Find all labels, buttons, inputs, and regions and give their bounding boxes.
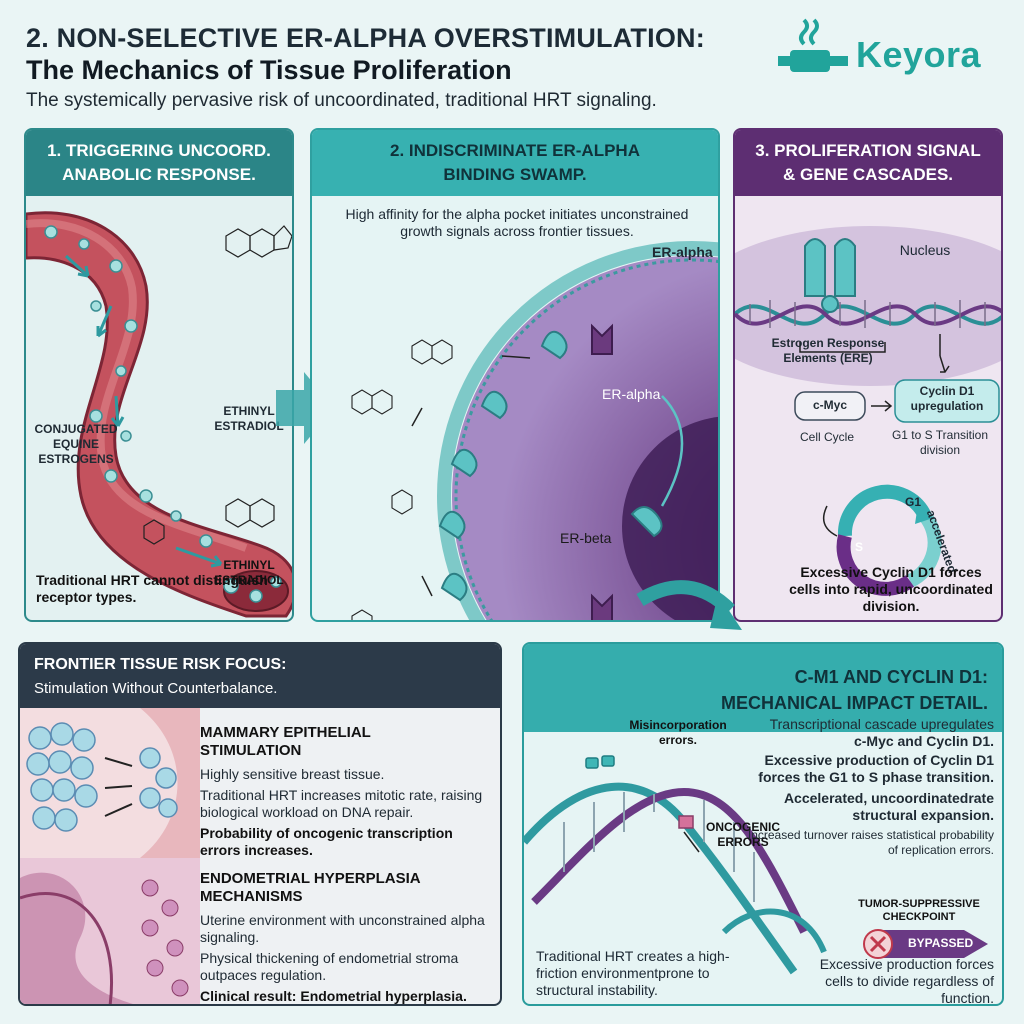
dna-helix-illustration (524, 755, 988, 975)
panel-triggering: 1. TRIGGERING UNCOORD. ANABOLIC RESPONSE… (24, 128, 294, 622)
panel2-description: High affinity for the alpha pocket initi… (345, 206, 689, 239)
panel2-title-line2: BINDING SWAMP. (443, 165, 587, 184)
stroma-cells (141, 879, 189, 997)
label-conjugated-equine-estrogens: CONJUGATED EQUINE ESTROGENS (34, 422, 118, 466)
panel5-text4: Accelerated, uncoordinatedrate structura… (783, 790, 994, 823)
cyclin-box (894, 379, 1000, 423)
flow-arrows (64, 254, 223, 568)
panel1-caption: Traditional HRT cannot distinguish recep… (36, 572, 268, 605)
label-ere: Estrogen Response Elements (ERE) (771, 336, 885, 365)
panel5-title-line2: MECHANICAL IMPACT DETAIL. (721, 693, 988, 713)
er-alpha-receptors (438, 330, 663, 602)
endometrial-section: ENDOMETRIAL HYPERPLASIA MECHANISMS Uteri… (200, 870, 496, 1004)
header-subtitle: The systemically pervasive risk of uncoo… (26, 90, 657, 111)
panel5-detail-text: Transcriptional cascade upregulates c-My… (744, 716, 994, 858)
cell-membrane-illustration (351, 241, 718, 620)
label-misincorporation-errors: Misincorporation errors. (629, 718, 727, 747)
mammary-tissue-illustration (20, 708, 200, 858)
endometrial-tissue-illustration (20, 858, 200, 1004)
misincorporated-bases (585, 755, 694, 829)
panel5-text3: Excessive production of Cyclin D1 forces… (758, 752, 994, 785)
label-er-alpha-top: ER-alpha (652, 244, 713, 260)
ethinyl-estradiol-structure-1 (225, 225, 292, 258)
panel5-caption-left: Traditional HRT creates a high-friction … (536, 948, 730, 998)
epithelial-cells (26, 722, 178, 832)
panel-frontier-tissue: FRONTIER TISSUE RISK FOCUS: Stimulation … (18, 642, 502, 1006)
logo-brand: Keyora (856, 34, 982, 75)
panel5-header: C-M1 AND CYCLIN D1: MECHANICAL IMPACT DE… (524, 644, 1002, 732)
panel4-title: FRONTIER TISSUE RISK FOCUS: (34, 656, 287, 673)
panel-gene-cascades: 3. PROLIFERATION SIGNAL & GENE CASCADES. (733, 128, 1003, 622)
arrow-right-icon (276, 372, 334, 444)
bypassed-badge (863, 929, 988, 959)
panel2-title-line1: 2. INDISCRIMINATE ER-ALPHA (390, 141, 640, 160)
label-g1-s-transition: G1 to S Transition division (891, 428, 989, 457)
label-g1: G1 (905, 495, 922, 509)
bypassed-label: BYPASSED (908, 936, 974, 950)
panel2-title: 2. INDISCRIMINATE ER-ALPHA BINDING SWAMP… (312, 130, 718, 196)
panel4-header: FRONTIER TISSUE RISK FOCUS: Stimulation … (20, 644, 500, 708)
cell-cycle-wheel (836, 484, 942, 596)
mammary-heading: MAMMARY EPITHELIAL STIMULATION (200, 724, 371, 759)
header: 2. NON-SELECTIVE ER-ALPHA OVERSTIMULATIO… (26, 22, 786, 112)
panel4-subtitle: Stimulation Without Counterbalance. (34, 680, 278, 697)
header-title-line1: 2. NON-SELECTIVE ER-ALPHA OVERSTIMULATIO… (26, 23, 705, 53)
ethinyl-estradiol-structure-2 (225, 498, 275, 528)
panel5-text2: c-Myc and Cyclin D1. (853, 733, 994, 749)
label-cyclin-d1: Cyclin D1 upregulation (910, 384, 984, 413)
mammary-line3: Probability of oncogenic transcription e… (200, 825, 453, 858)
estrogen-molecules (351, 339, 453, 620)
endometrial-line3: Clinical result: Endometrial hyperplasia… (200, 988, 467, 1004)
label-ethinyl-estradiol-2: ETHINYL ESTRADIOL (214, 558, 284, 587)
label-er-beta: ER-beta (560, 530, 612, 546)
binding-arrows (411, 355, 531, 597)
panel5-caption-right: Excessive production forces cells to div… (819, 956, 994, 1006)
endometrial-line1: Uterine environment with unconstrained a… (200, 912, 485, 945)
endometrial-line2: Physical thickening of endometrial strom… (200, 950, 459, 983)
label-nucleus: Nucleus (899, 242, 951, 258)
panel3-caption: Excessive Cyclin D1 forces cells into ra… (789, 564, 993, 614)
dna-rungs (749, 300, 986, 328)
panel1-title: 1. TRIGGERING UNCOORD. ANABOLIC RESPONSE… (26, 130, 292, 196)
mammary-section: MAMMARY EPITHELIAL STIMULATION Highly se… (200, 724, 496, 859)
mammary-line1: Highly sensitive breast tissue. (200, 766, 385, 782)
blood-vessel-illustration (26, 211, 292, 618)
keyora-logo: Keyora (776, 14, 1006, 86)
panel1-title-line1: 1. TRIGGERING UNCOORD. (47, 141, 271, 160)
label-er-alpha-mid: ER-alpha (602, 386, 661, 402)
curved-arrow-icon (636, 580, 742, 630)
er-beta-receptors (591, 323, 613, 620)
panel1-title-line2: ANABOLIC RESPONSE. (62, 165, 256, 184)
cee-structure (143, 519, 165, 545)
panel-mechanical-impact: C-M1 AND CYCLIN D1: MECHANICAL IMPACT DE… (522, 642, 1004, 1006)
helix-rungs (563, 792, 755, 902)
panel5-text5: Increased turnover raises statistical pr… (747, 828, 994, 857)
panel3-title-line1: 3. PROLIFERATION SIGNAL (755, 141, 981, 160)
label-ethinyl-estradiol-1: ETHINYL ESTRADIOL (214, 404, 284, 433)
panel5-title-line1: C-M1 AND CYCLIN D1: (794, 667, 988, 687)
checkpoint-label: TUMOR-SUPPRESSIVE CHECKPOINT (858, 898, 980, 923)
stimulation-arrows (104, 757, 133, 817)
receptor-dimer (804, 238, 856, 313)
gene-cascade-illustration (735, 226, 1001, 596)
header-title-line2: The Mechanics of Tissue Proliferation (26, 55, 512, 85)
hormone-molecules (44, 225, 282, 603)
cmyc-box (794, 391, 866, 421)
endometrial-heading: ENDOMETRIAL HYPERPLASIA MECHANISMS (200, 870, 421, 905)
panel3-title-line2: & GENE CASCADES. (782, 165, 954, 184)
label-cell-cycle: Cell Cycle (799, 430, 854, 444)
label-cmyc: c-Myc (812, 398, 847, 412)
panel-binding-swamp: 2. INDISCRIMINATE ER-ALPHA BINDING SWAMP… (310, 128, 720, 622)
panel5-text1: Transcriptional cascade upregulates (769, 716, 994, 732)
panel3-title: 3. PROLIFERATION SIGNAL & GENE CASCADES. (735, 130, 1001, 196)
mammary-line2: Traditional HRT increases mitotic rate, … (200, 787, 483, 820)
label-s: S (855, 540, 864, 554)
logo-mark-icon (778, 18, 848, 72)
label-oncogenic-errors: ONCOGENIC ERRORS (705, 820, 780, 849)
